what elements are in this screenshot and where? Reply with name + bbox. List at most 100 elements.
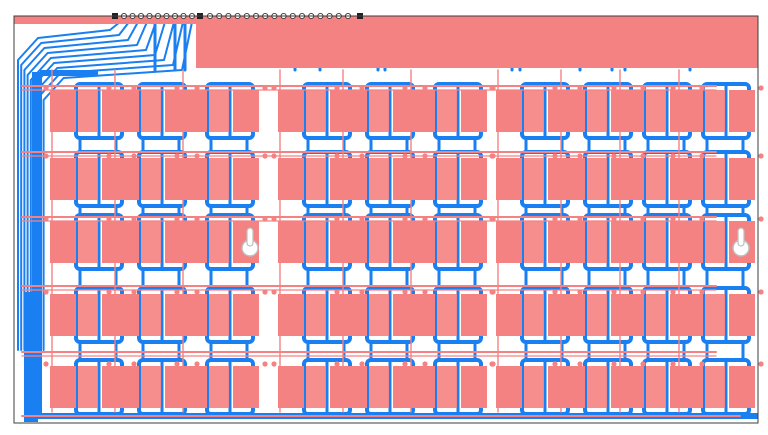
bottom-rail-top — [40, 70, 98, 76]
pad-center-42 — [141, 366, 161, 408]
pad-right-3 — [233, 90, 259, 132]
pad-left-24 — [278, 221, 304, 263]
via-39 — [611, 289, 617, 295]
pad-right-6 — [461, 90, 487, 132]
pad-left-29 — [618, 221, 644, 263]
keyhole-right-icon — [732, 227, 750, 257]
pad-left-11 — [50, 158, 76, 200]
via-49 — [611, 361, 617, 367]
pad-left-28 — [559, 221, 585, 263]
via-40 — [670, 289, 676, 295]
bottom-bus-2 — [20, 21, 130, 351]
via-48 — [552, 361, 558, 367]
pad-center-3 — [209, 90, 229, 132]
pad-center-22 — [141, 221, 161, 263]
via-b-30 — [758, 216, 764, 222]
via-12 — [106, 153, 112, 159]
pad-left-50 — [677, 366, 703, 408]
pad-left-43 — [181, 366, 207, 408]
pad-center-15 — [369, 158, 389, 200]
via-4 — [271, 85, 277, 91]
top-copper-pour — [196, 16, 758, 68]
via-b-35 — [422, 289, 428, 295]
pad-center-39 — [646, 294, 666, 336]
pad-center-38 — [587, 294, 607, 336]
pad-center-27 — [524, 221, 544, 263]
pad-left-22 — [113, 221, 139, 263]
via-30 — [670, 216, 676, 222]
bottom-ground-rail — [32, 72, 42, 416]
bottom-ground-pad — [24, 292, 38, 422]
via-29 — [611, 216, 617, 222]
pad-center-26 — [437, 221, 457, 263]
pad-center-25 — [369, 221, 389, 263]
pad-center-14 — [306, 158, 326, 200]
pad-left-30 — [677, 221, 703, 263]
pad-center-18 — [587, 158, 607, 200]
pad-left-14 — [278, 158, 304, 200]
pad-left-26 — [409, 221, 435, 263]
via-8 — [552, 85, 558, 91]
via-b-15 — [422, 153, 428, 159]
pad-left-16 — [409, 158, 435, 200]
pad-center-1 — [78, 90, 98, 132]
pad-left-33 — [181, 294, 207, 336]
via-19 — [611, 153, 617, 159]
via-b-5 — [422, 85, 428, 91]
via-b-32 — [194, 289, 200, 295]
via-b-31 — [131, 289, 137, 295]
pad-center-11 — [78, 158, 98, 200]
pad-center-16 — [437, 158, 457, 200]
via-21 — [43, 216, 49, 222]
via-b-10 — [758, 85, 764, 91]
via-b-45 — [422, 361, 428, 367]
pad-left-41 — [50, 366, 76, 408]
via-28 — [552, 216, 558, 222]
pad-center-31 — [78, 294, 98, 336]
via-22 — [106, 216, 112, 222]
via-11 — [43, 153, 49, 159]
pad-center-13 — [209, 158, 229, 200]
pad-center-48 — [587, 366, 607, 408]
pad-left-9 — [618, 90, 644, 132]
top-copper-strip — [14, 16, 196, 24]
pad-center-47 — [524, 366, 544, 408]
pad-right-43 — [233, 366, 259, 408]
pad-left-19 — [618, 158, 644, 200]
via-b-1 — [131, 85, 137, 91]
pad-left-4 — [278, 90, 304, 132]
board-outline — [13, 15, 759, 424]
via-45 — [334, 361, 340, 367]
pad-left-2 — [113, 90, 139, 132]
pad-center-10 — [705, 90, 725, 132]
pad-center-35 — [369, 294, 389, 336]
pad-center-36 — [437, 294, 457, 336]
pad-center-45 — [369, 366, 389, 408]
pad-right-36 — [461, 294, 487, 336]
via-6 — [402, 85, 408, 91]
via-b-22 — [194, 216, 200, 222]
via-b-25 — [422, 216, 428, 222]
pad-left-31 — [50, 294, 76, 336]
keyhole-slot — [737, 227, 745, 247]
via-b-9 — [699, 85, 705, 91]
pad-left-8 — [559, 90, 585, 132]
pad-left-21 — [50, 221, 76, 263]
pad-right-46 — [461, 366, 487, 408]
via-13 — [174, 153, 180, 159]
via-25 — [334, 216, 340, 222]
pad-left-34 — [278, 294, 304, 336]
pad-center-24 — [306, 221, 326, 263]
pad-center-30 — [705, 221, 725, 263]
keyhole-slot — [246, 227, 254, 247]
pad-center-23 — [209, 221, 229, 263]
via-b-7 — [577, 85, 583, 91]
via-27 — [489, 216, 495, 222]
pad-right-10 — [729, 90, 755, 132]
via-b-20 — [758, 153, 764, 159]
via-16 — [402, 153, 408, 159]
via-b-18 — [640, 153, 646, 159]
via-b-4 — [359, 85, 365, 91]
pad-left-47 — [496, 366, 522, 408]
